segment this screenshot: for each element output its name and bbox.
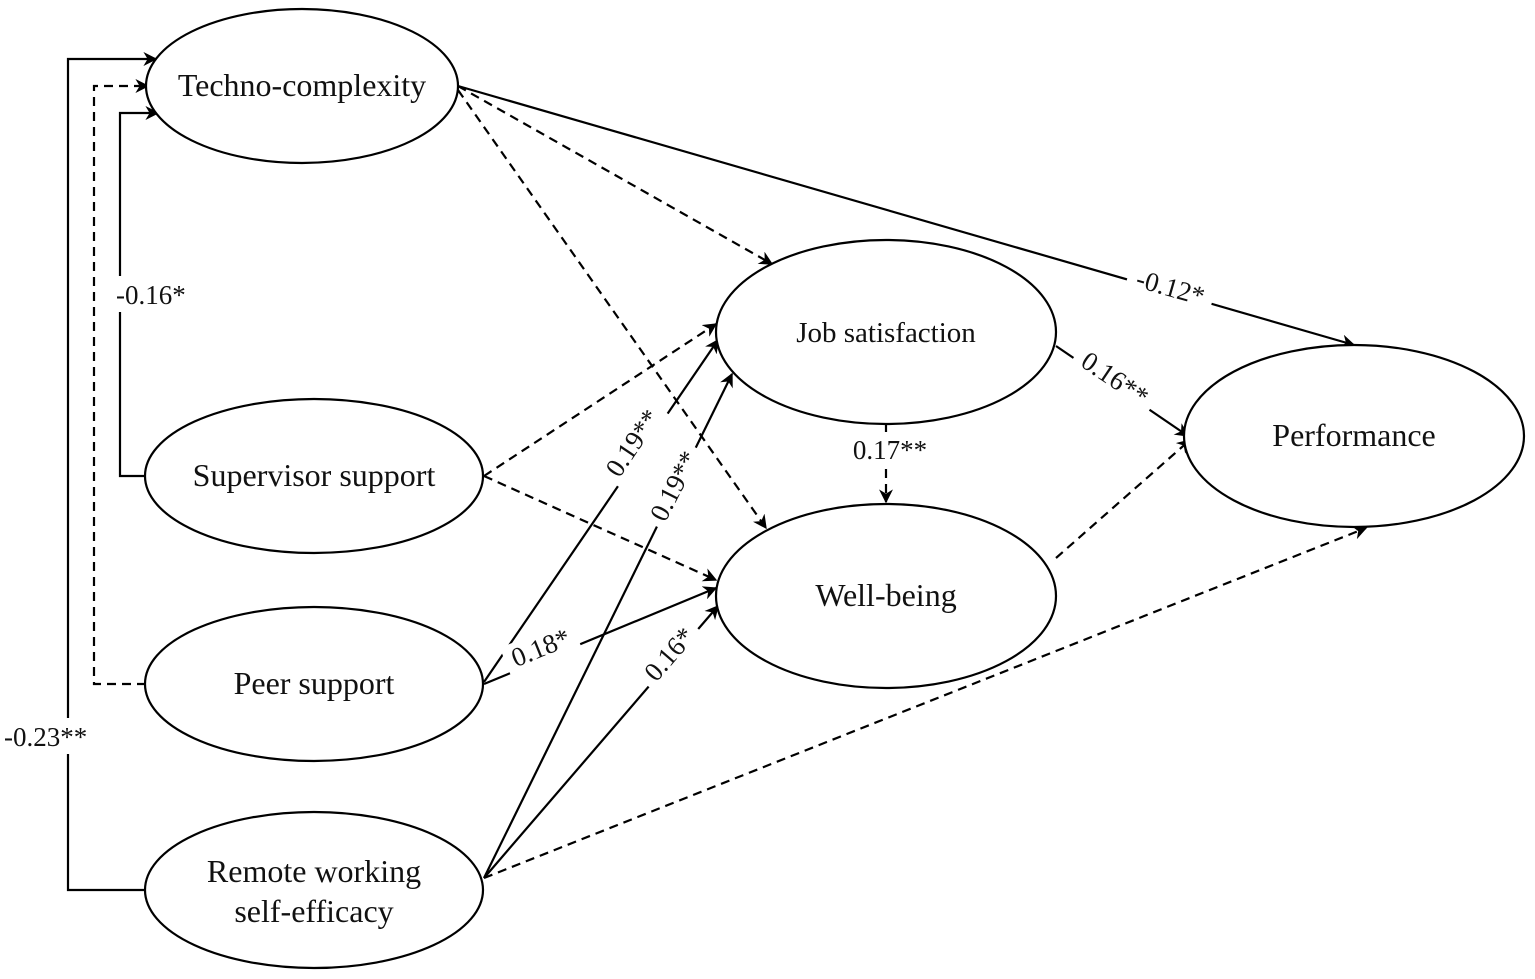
edge-remote-performance bbox=[483, 526, 1368, 880]
node-supervisor-support: Supervisor support bbox=[143, 397, 485, 555]
edge-supervisor-job bbox=[483, 323, 718, 477]
edge-remote-techno bbox=[66, 52, 158, 892]
node-remote-label-line-1: Remote working bbox=[207, 853, 421, 889]
nodes: Techno-complexity Supervisor support Pee… bbox=[143, 7, 1526, 970]
node-techno-complexity-label: Techno-complexity bbox=[178, 67, 426, 103]
node-well-being: Well-being bbox=[714, 502, 1058, 690]
node-job-satisfaction: Job satisfaction bbox=[714, 238, 1058, 426]
edge-peer-job bbox=[483, 338, 719, 683]
node-techno-complexity: Techno-complexity bbox=[144, 7, 460, 165]
node-remote-label-line-2: self-efficacy bbox=[234, 893, 393, 929]
node-performance: Performance bbox=[1182, 343, 1526, 529]
node-performance-label: Performance bbox=[1272, 417, 1435, 453]
coef-job-wellbeing: 0.17** bbox=[853, 435, 927, 465]
node-supervisor-support-label: Supervisor support bbox=[193, 457, 436, 493]
coef-remote-techno: -0.23** bbox=[4, 722, 87, 752]
edge-wellbeing-performance bbox=[1055, 439, 1192, 559]
node-remote-working-self-efficacy: Remote working self-efficacy bbox=[143, 810, 485, 970]
edge-techno-job bbox=[457, 85, 774, 265]
node-well-being-label: Well-being bbox=[815, 577, 956, 613]
node-peer-support: Peer support bbox=[143, 605, 485, 763]
coefficients: -0.16* -0.23** -0.12* 0.19** 0.19** 0.18… bbox=[0, 260, 1217, 754]
node-job-satisfaction-label: Job satisfaction bbox=[796, 317, 976, 349]
edge-peer-techno bbox=[92, 79, 150, 686]
edge-supervisor-wellbeing bbox=[483, 474, 718, 582]
coef-supervisor-techno: -0.16* bbox=[116, 280, 186, 310]
node-peer-support-label: Peer support bbox=[234, 665, 395, 701]
